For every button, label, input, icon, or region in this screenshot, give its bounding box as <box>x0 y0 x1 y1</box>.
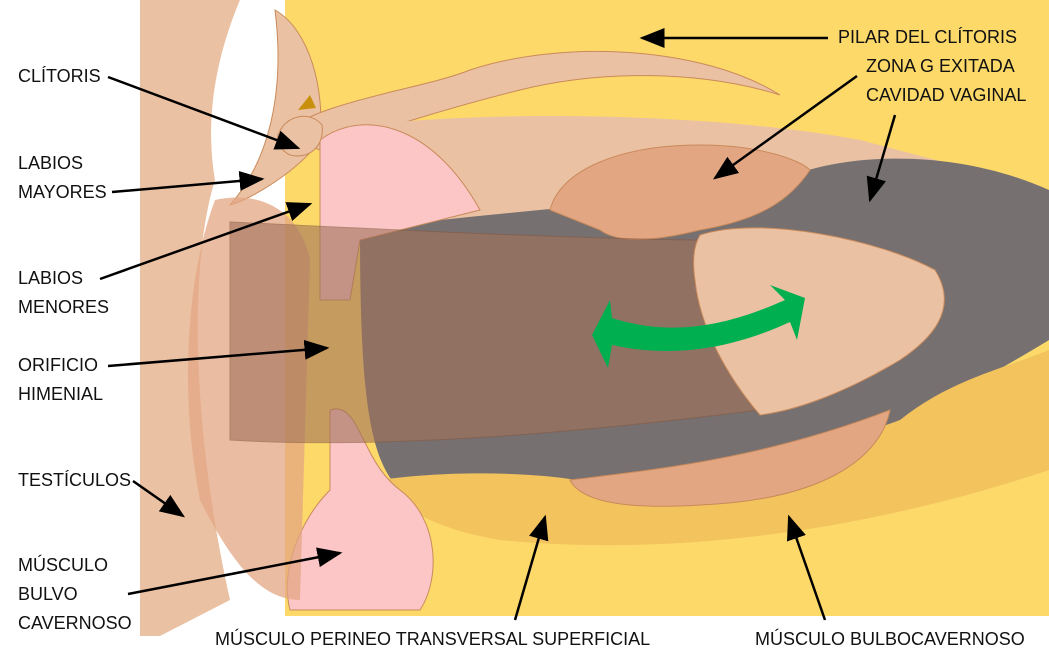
label-orificio-himenial: ORIFICIO HIMENIAL <box>18 351 103 409</box>
female-vulva <box>211 0 285 190</box>
label-labios-menores: LABIOS MENORES <box>18 264 109 322</box>
label-cavidad-vaginal: CAVIDAD VAGINAL <box>866 85 1027 105</box>
label-line: MENORES <box>18 297 110 317</box>
label-line: LABIOS <box>18 153 84 173</box>
label-clitoris: CLÍTORIS <box>18 66 101 86</box>
label-line: ORIFICIO <box>18 355 98 375</box>
male-body <box>140 0 240 636</box>
label-pilar-clitoris: PILAR DEL CLÍTORIS <box>838 27 1018 47</box>
label-line: CAVERNOSO <box>18 613 132 633</box>
label-line: LABIOS <box>18 268 84 288</box>
label-line: MÚSCULO <box>18 555 109 575</box>
label-line: HIMENIAL <box>18 384 104 404</box>
label-perineo: MÚSCULO PERINEO TRANSVERSAL SUPERFICIAL <box>215 629 651 649</box>
label-labios-mayores: LABIOS MAYORES <box>18 149 107 207</box>
label-line: MAYORES <box>18 182 107 202</box>
movement-arrow <box>592 285 805 368</box>
labia-minora-upper <box>319 124 481 301</box>
label-zona-g: ZONA G EXITADA <box>866 56 1015 76</box>
penis-glans <box>693 227 945 416</box>
bulbocavernosus-muscle <box>380 350 1049 546</box>
g-spot <box>549 144 811 240</box>
perineal-muscle <box>569 409 891 507</box>
label-testiculos: TESTÍCULOS <box>18 470 132 490</box>
clitoris-hood <box>298 95 316 110</box>
label-line: BULVO <box>18 584 78 604</box>
label-musculo-bulvo-cavernoso: MÚSCULO BULVO CAVERNOSO <box>18 551 132 638</box>
label-pointer-arrows <box>99 28 897 621</box>
label-bulbocavernoso: MÚSCULO BULBOCAVERNOSO <box>755 629 1025 649</box>
